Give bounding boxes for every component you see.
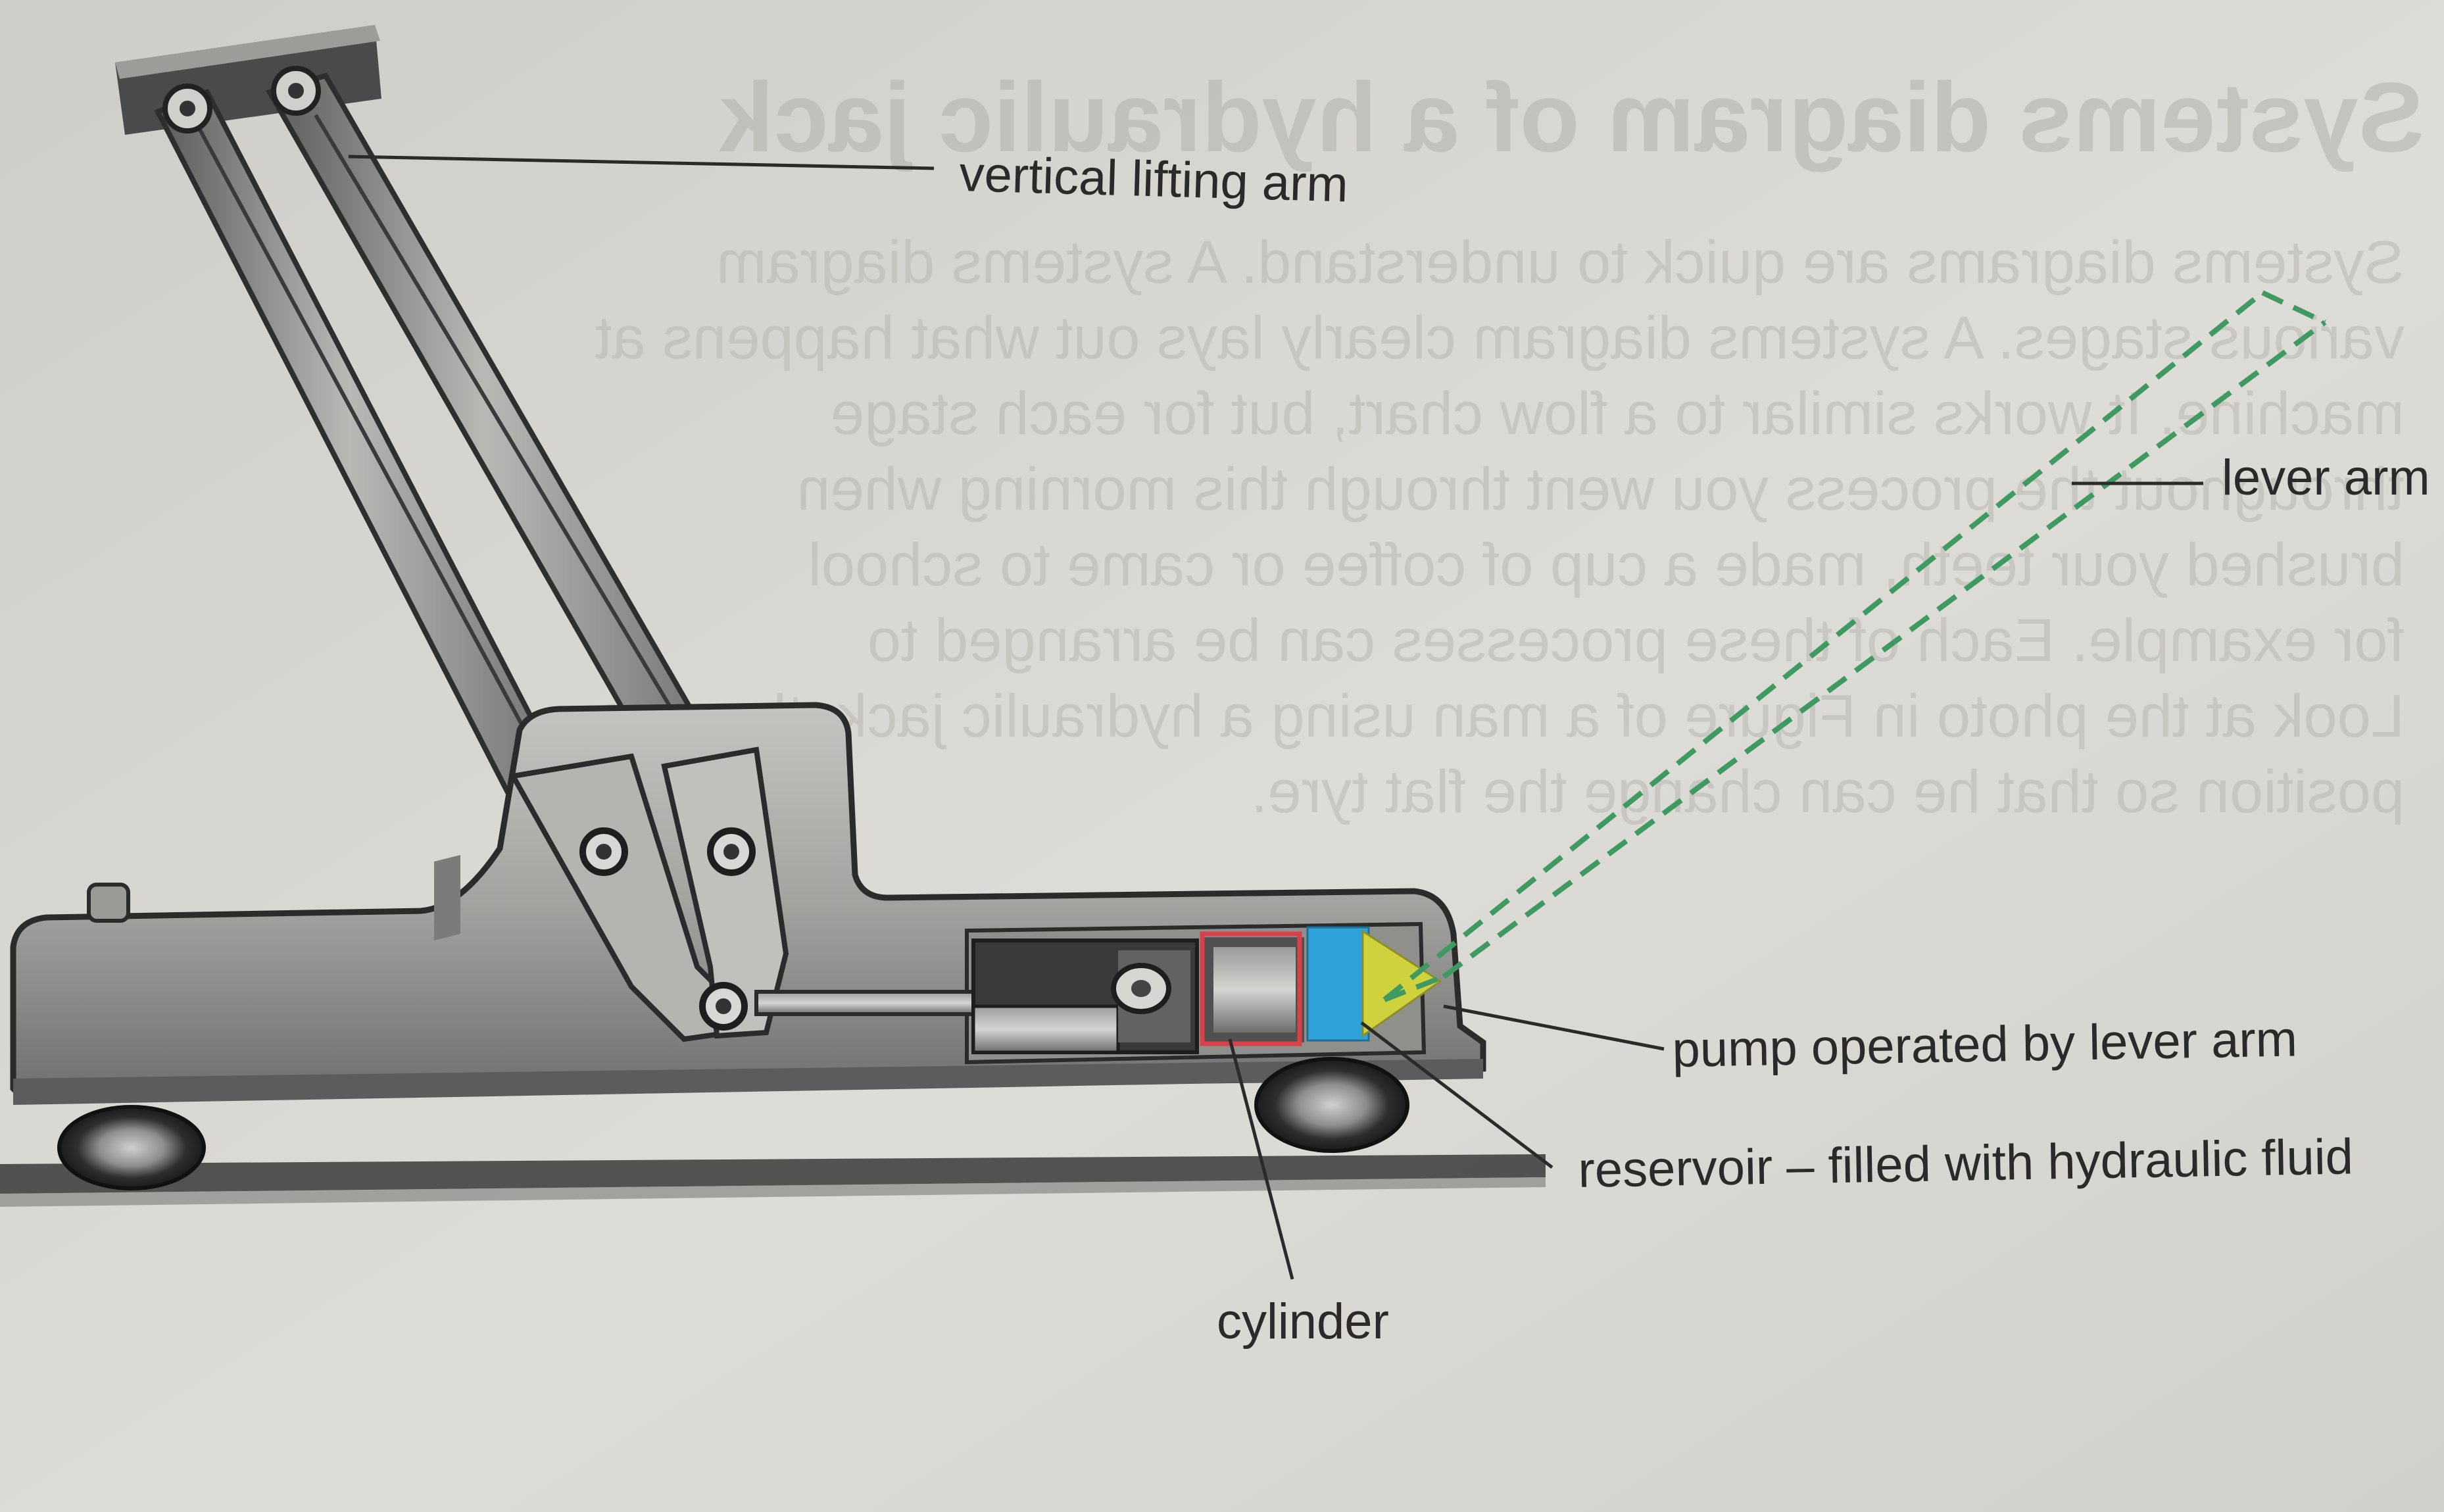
leader-cylinder	[1228, 1038, 1294, 1280]
leader-pump	[1443, 1004, 1665, 1051]
bleed-line: Look at the photo in Figure of a man usi…	[599, 683, 2405, 750]
leader-vertical-lifting-arm	[348, 155, 935, 170]
bleed-heading: Systems diagram of a hydraulic jack	[719, 62, 2424, 172]
bleed-line: Systems diagrams are quick to understand…	[716, 229, 2405, 296]
leader-reservoir	[1360, 1021, 1553, 1169]
bleed-line: position so that he can change the flat …	[1251, 758, 2405, 825]
vertical-lifting-arm	[115, 25, 750, 842]
floor	[0, 1154, 1546, 1207]
leader-lines	[348, 155, 2203, 1280]
label-reservoir: reservoir – filled with hydraulic fluid	[1578, 1129, 2354, 1198]
arm-linkage	[508, 746, 789, 1042]
lever-arm	[1382, 290, 2327, 1002]
reservoir	[1306, 926, 1370, 1042]
rear-wheel	[57, 1105, 206, 1190]
bleed-line: for example. Each of these processes can…	[868, 607, 2405, 674]
pump	[1361, 929, 1442, 1038]
bleed-line: brushed your teeth, made a cup of coffee…	[808, 531, 2405, 598]
bleed-line: various stages. A systems diagram clearl…	[595, 305, 2405, 372]
label-vertical-lifting-arm: vertical lifting arm	[959, 146, 1349, 212]
label-pump: pump operated by lever arm	[1672, 1011, 2298, 1078]
cylinder-outline	[1200, 931, 1302, 1046]
bleed-through-text: Systems diagram of a hydraulic jack Syst…	[595, 62, 2424, 825]
ram-assembly	[971, 939, 1199, 1054]
cylinder	[1200, 931, 1304, 1046]
wheels	[57, 1057, 1409, 1190]
front-wheel	[1254, 1057, 1409, 1153]
bleed-line: throughout the process you went through …	[796, 456, 2405, 523]
label-lever-arm: lever arm	[2222, 450, 2430, 506]
label-cylinder: cylinder	[1217, 1294, 1389, 1350]
piston-rod	[754, 990, 982, 1016]
